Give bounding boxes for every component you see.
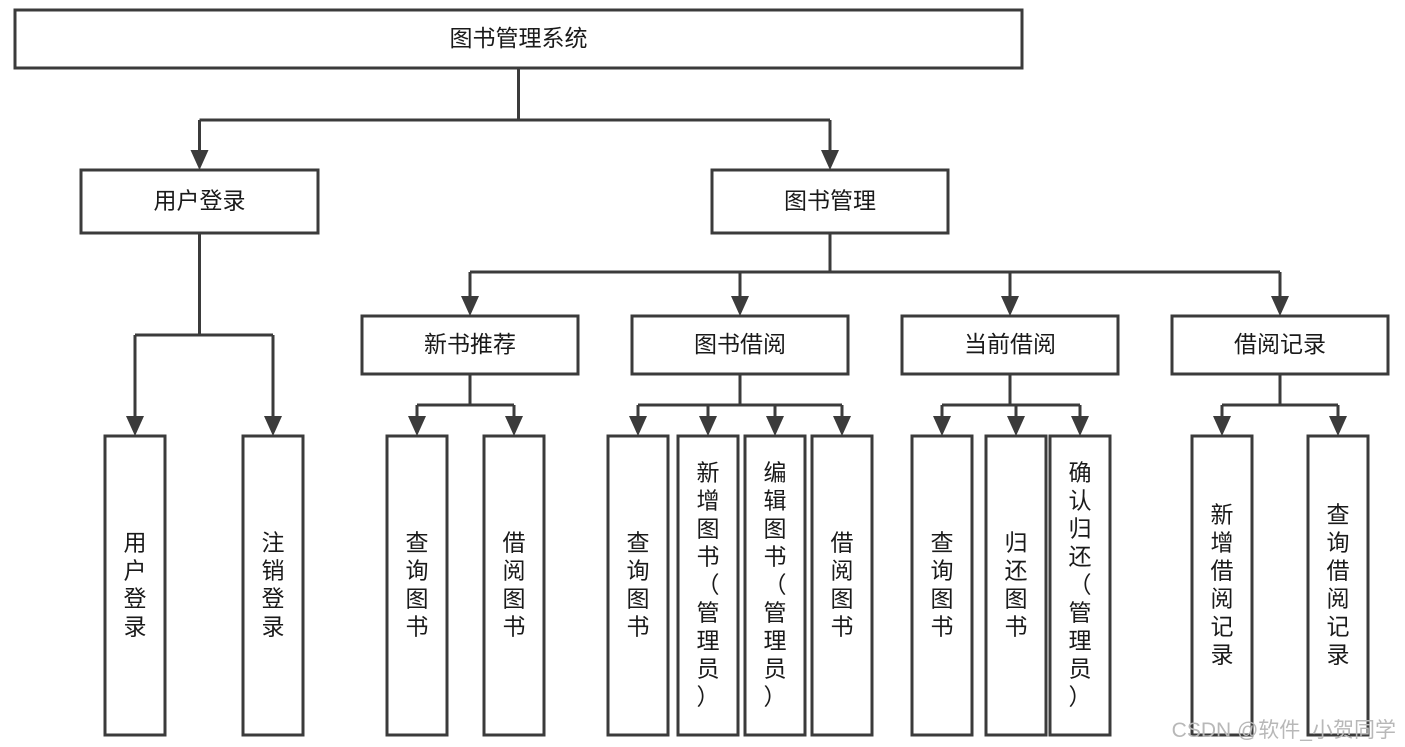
connector-new-book-recommend-to-borrow-book-1-arrowhead [505, 416, 523, 436]
connector-root-to-book-management-arrowhead [821, 150, 839, 170]
node-label-confirm-return-admin: 确认归还（管理员） [1069, 460, 1092, 710]
node-label-query-book-2: 查询图书 [627, 530, 650, 640]
node-borrow-book-1[interactable]: 借阅图书 [482, 434, 546, 737]
node-new-book-recommend[interactable]: 新书推荐 [360, 314, 580, 376]
node-box-user-login-do [103, 434, 167, 737]
node-label-borrow-book-1: 借阅图书 [503, 530, 526, 640]
node-box-borrow-book-1 [482, 434, 546, 737]
node-box-book-management [710, 168, 950, 235]
connector-book-management-to-borrow-record-arrowhead [1271, 296, 1289, 316]
connector-book-management-to-new-book-recommend-arrowhead [461, 296, 479, 316]
node-query-borrow-record[interactable]: 查询借阅记录 [1306, 434, 1370, 737]
node-box-add-book-admin [676, 434, 740, 737]
connector-book-management-to-current-borrow-arrowhead [1001, 296, 1019, 316]
connector-borrow-record-to-query-borrow-record-arrowhead [1329, 416, 1347, 436]
node-label-add-borrow-record: 新增借阅记录 [1211, 502, 1234, 668]
node-label-query-borrow-record: 查询借阅记录 [1327, 502, 1350, 668]
node-label-query-book-1: 查询图书 [406, 530, 429, 640]
node-borrow-record[interactable]: 借阅记录 [1170, 314, 1390, 376]
node-root[interactable]: 图书管理系统 [13, 8, 1024, 70]
node-book-borrow[interactable]: 图书借阅 [630, 314, 850, 376]
node-confirm-return-admin[interactable]: 确认归还（管理员） [1048, 434, 1112, 737]
connector-current-borrow-to-confirm-return-admin-arrowhead [1071, 416, 1089, 436]
node-user-login-do[interactable]: 用户登录 [103, 434, 167, 737]
node-label-edit-book-admin: 编辑图书（管理员） [764, 460, 787, 710]
node-box-edit-book-admin [743, 434, 807, 737]
node-user-login[interactable]: 用户登录 [79, 168, 320, 235]
connector-book-borrow-to-query-book-2-arrowhead [629, 416, 647, 436]
connector-current-borrow-to-query-book-3-arrowhead [933, 416, 951, 436]
node-add-borrow-record[interactable]: 新增借阅记录 [1190, 434, 1254, 737]
node-box-query-book-3 [910, 434, 974, 737]
node-label-current-borrow: 当前借阅 [964, 331, 1056, 357]
node-label-root: 图书管理系统 [450, 25, 588, 51]
node-box-current-borrow [900, 314, 1120, 376]
node-layer: 图书管理系统用户登录用户登录注销登录图书管理新书推荐查询图书借阅图书图书借阅查询… [13, 8, 1390, 737]
connector-book-borrow-to-edit-book-admin-arrowhead [766, 416, 784, 436]
node-label-book-borrow: 图书借阅 [694, 331, 786, 357]
csdn-watermark: CSDN @软件_小贺同学 [1172, 719, 1396, 742]
node-box-new-book-recommend [360, 314, 580, 376]
node-box-confirm-return-admin [1048, 434, 1112, 737]
node-box-query-borrow-record [1306, 434, 1370, 737]
connector-current-borrow-to-return-book-arrowhead [1007, 416, 1025, 436]
node-label-user-login-do: 用户登录 [124, 530, 147, 640]
node-label-return-book: 归还图书 [1005, 530, 1028, 640]
connector-new-book-recommend-to-query-book-1-arrowhead [408, 416, 426, 436]
node-box-user-login [79, 168, 320, 235]
node-label-new-book-recommend: 新书推荐 [424, 331, 516, 357]
node-current-borrow[interactable]: 当前借阅 [900, 314, 1120, 376]
node-box-query-book-1 [385, 434, 449, 737]
node-box-borrow-record [1170, 314, 1390, 376]
node-box-return-book [984, 434, 1048, 737]
node-box-add-borrow-record [1190, 434, 1254, 737]
node-label-borrow-record: 借阅记录 [1234, 331, 1326, 357]
node-box-borrow-book-2 [810, 434, 874, 737]
connector-book-management-to-book-borrow-arrowhead [731, 296, 749, 316]
node-box-user-logout [241, 434, 305, 737]
node-label-user-logout: 注销登录 [262, 530, 285, 640]
node-label-book-management: 图书管理 [784, 188, 876, 214]
connector-user-login-to-user-login-do-arrowhead [126, 416, 144, 436]
node-user-logout[interactable]: 注销登录 [241, 434, 305, 737]
connector-book-borrow-to-borrow-book-2-arrowhead [833, 416, 851, 436]
node-label-user-login: 用户登录 [154, 188, 246, 214]
connector-borrow-record-to-add-borrow-record-arrowhead [1213, 416, 1231, 436]
node-edit-book-admin[interactable]: 编辑图书（管理员） [743, 434, 807, 737]
node-label-add-book-admin: 新增图书（管理员） [697, 460, 720, 710]
node-add-book-admin[interactable]: 新增图书（管理员） [676, 434, 740, 737]
node-box-book-borrow [630, 314, 850, 376]
connector-layer [126, 68, 1347, 436]
node-borrow-book-2[interactable]: 借阅图书 [810, 434, 874, 737]
connector-book-borrow-to-add-book-admin-arrowhead [699, 416, 717, 436]
node-return-book[interactable]: 归还图书 [984, 434, 1048, 737]
node-box-root [13, 8, 1024, 70]
node-label-query-book-3: 查询图书 [931, 530, 954, 640]
node-query-book-3[interactable]: 查询图书 [910, 434, 974, 737]
node-label-borrow-book-2: 借阅图书 [831, 530, 854, 640]
node-book-management[interactable]: 图书管理 [710, 168, 950, 235]
node-box-query-book-2 [606, 434, 670, 737]
node-query-book-1[interactable]: 查询图书 [385, 434, 449, 737]
connector-root-to-user-login-arrowhead [190, 150, 209, 170]
connector-user-login-to-user-logout-arrowhead [264, 416, 282, 436]
node-query-book-2[interactable]: 查询图书 [606, 434, 670, 737]
